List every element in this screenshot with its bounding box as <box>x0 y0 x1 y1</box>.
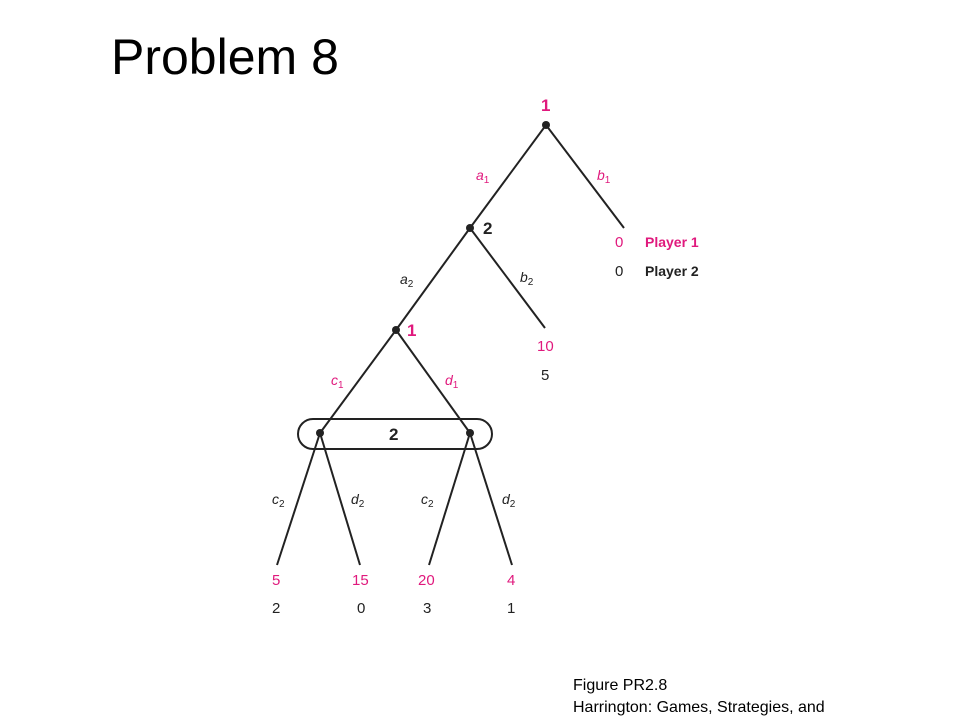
edge-c1 <box>319 329 397 434</box>
edge-c2-left <box>276 432 321 566</box>
action-b1: b1 <box>597 167 611 186</box>
slide-title: Problem 8 <box>111 29 339 85</box>
information-set-outline <box>297 418 493 450</box>
payoff-b1: 0 0 <box>615 234 623 280</box>
edge-b1 <box>545 124 625 229</box>
payoff-d1c2-player2: 3 <box>423 600 431 617</box>
action-d2-right: d2 <box>502 491 516 510</box>
action-d1: d1 <box>445 372 459 391</box>
tree-edges <box>276 124 625 566</box>
edge-d1 <box>395 329 471 434</box>
edge-d2-left <box>319 432 361 566</box>
payoff-c1d2-player1: 15 <box>352 572 369 589</box>
payoff-c1c2: 5 2 <box>272 572 280 617</box>
node-n2-player: 2 <box>483 219 492 238</box>
payoff-c1d2: 15 0 <box>352 572 369 617</box>
payoff-d1c2-player1: 20 <box>418 572 435 589</box>
payoff-b2-player2: 5 <box>541 367 549 384</box>
caption-figure-number: Figure PR2.8 <box>573 677 668 694</box>
payoff-b2: 10 5 <box>537 338 554 384</box>
action-c2-left: c2 <box>272 491 285 510</box>
edge-b2 <box>469 227 546 329</box>
payoff-d1d2-player1: 4 <box>507 572 515 589</box>
decision-nodes <box>316 121 550 437</box>
action-b2: b2 <box>520 269 534 288</box>
node-n3-player: 1 <box>407 321 416 340</box>
action-a1: a1 <box>476 167 490 186</box>
action-a2: a2 <box>400 271 414 290</box>
payoff-d1d2: 4 1 <box>507 572 515 617</box>
action-c1: c1 <box>331 372 344 391</box>
node-player1-second <box>392 326 400 334</box>
edge-a1 <box>469 124 547 229</box>
figure-caption: Figure PR2.8 Harrington: Games, Strategi… <box>573 675 825 720</box>
node-info-right <box>466 429 474 437</box>
payoff-b1-player2: 0 <box>615 263 623 280</box>
legend-player2: Player 2 <box>645 263 699 279</box>
payoff-d1c2: 20 3 <box>418 572 435 617</box>
payoff-c1d2-player2: 0 <box>357 600 365 617</box>
caption-source: Harrington: Games, Strategies, and <box>573 699 825 717</box>
payoff-b2-player1: 10 <box>537 338 554 355</box>
edge-a2 <box>395 227 471 331</box>
edge-c2-right <box>428 432 471 566</box>
payoff-d1d2-player2: 1 <box>507 600 515 617</box>
legend-player1: Player 1 <box>645 234 699 250</box>
payoff-b1-player1: 0 <box>615 234 623 251</box>
action-c2-right: c2 <box>421 491 434 510</box>
payoff-c1c2-player1: 5 <box>272 572 280 589</box>
edge-d2-right <box>469 432 513 566</box>
node-root-player: 1 <box>541 96 550 115</box>
payoff-c1c2-player2: 2 <box>272 600 280 617</box>
info-set-player: 2 <box>389 425 398 444</box>
node-root <box>542 121 550 129</box>
node-player2 <box>466 224 474 232</box>
node-info-left <box>316 429 324 437</box>
action-d2-left: d2 <box>351 491 365 510</box>
